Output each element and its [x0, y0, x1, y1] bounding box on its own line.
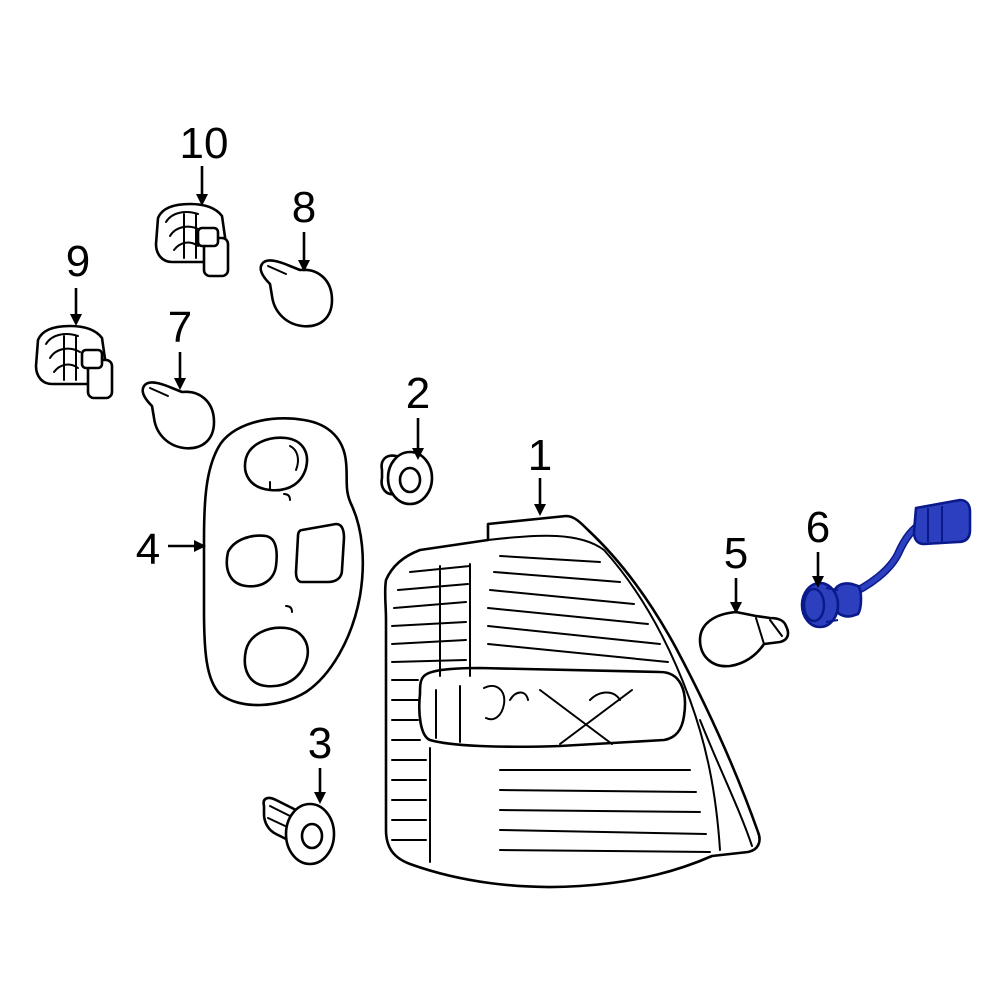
callout-8: 8	[292, 183, 316, 232]
part-3-pin[interactable]	[262, 796, 336, 866]
part-6-socket-harness[interactable]	[800, 498, 972, 629]
part-9-socket[interactable]	[34, 324, 114, 400]
callout-3: 3	[308, 719, 332, 768]
callout-9: 9	[66, 237, 90, 286]
part-4-gasket[interactable]	[202, 417, 365, 707]
part-7-bulb[interactable]	[141, 381, 216, 450]
callout-7: 7	[168, 303, 192, 352]
callout-4: 4	[136, 525, 160, 574]
callout-10: 10	[180, 119, 229, 168]
part-2-grommet[interactable]	[380, 450, 434, 506]
callout-5: 5	[724, 529, 748, 578]
callout-1: 1	[528, 431, 552, 480]
part-5-bulb[interactable]	[698, 610, 790, 668]
callout-arrows	[70, 166, 824, 804]
callout-6: 6	[806, 503, 830, 552]
callout-labels: 10 8 9 7 2 1 4 5 6 3	[66, 119, 830, 768]
part-8-bulb[interactable]	[259, 259, 334, 328]
part-10-socket[interactable]	[154, 202, 230, 278]
callout-2: 2	[406, 369, 430, 418]
part-1-tail-lamp[interactable]	[383, 514, 761, 889]
